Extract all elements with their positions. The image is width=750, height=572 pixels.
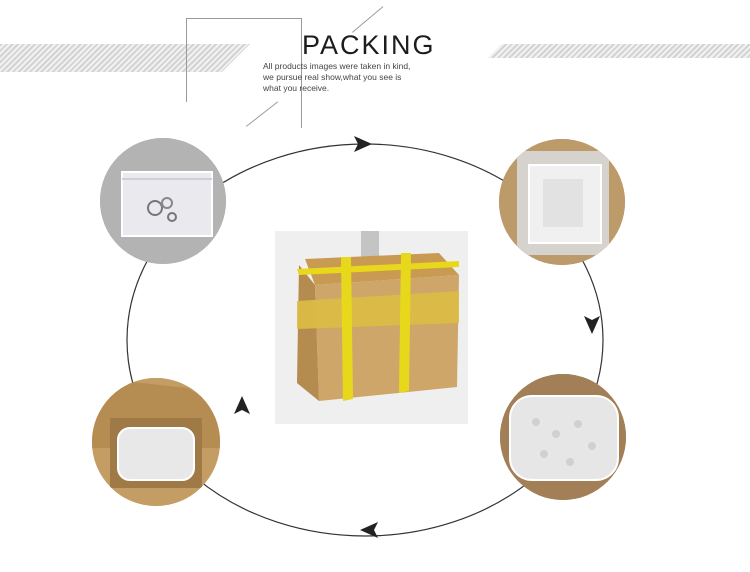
subtitle-line-1: All products images were taken in kind, [263,61,411,71]
taped-carton-box-photo [275,231,468,424]
header-stripe-left [0,44,250,72]
deco-line-left [186,18,187,102]
arrow-right [584,316,600,334]
arrow-top [354,136,372,152]
small-zip-bag-photo [100,138,226,264]
arrow-bottom [360,522,378,538]
subtitle-line-2: we pursue real show,what you see is [263,72,402,82]
bubble-wrap-bag-photo [499,139,625,265]
page-subtitle: All products images were taken in kind, … [263,61,463,94]
page-title: PACKING [302,30,436,60]
bubble-wrap-pillow-photo [500,374,626,500]
header-stripe-right [488,44,750,58]
deco-line-right [301,18,302,128]
subtitle-line-3: what you receive. [263,83,330,93]
deco-line-top [186,18,302,19]
box-with-bubble-wrap-photo [92,378,220,506]
arrow-left [234,396,250,414]
